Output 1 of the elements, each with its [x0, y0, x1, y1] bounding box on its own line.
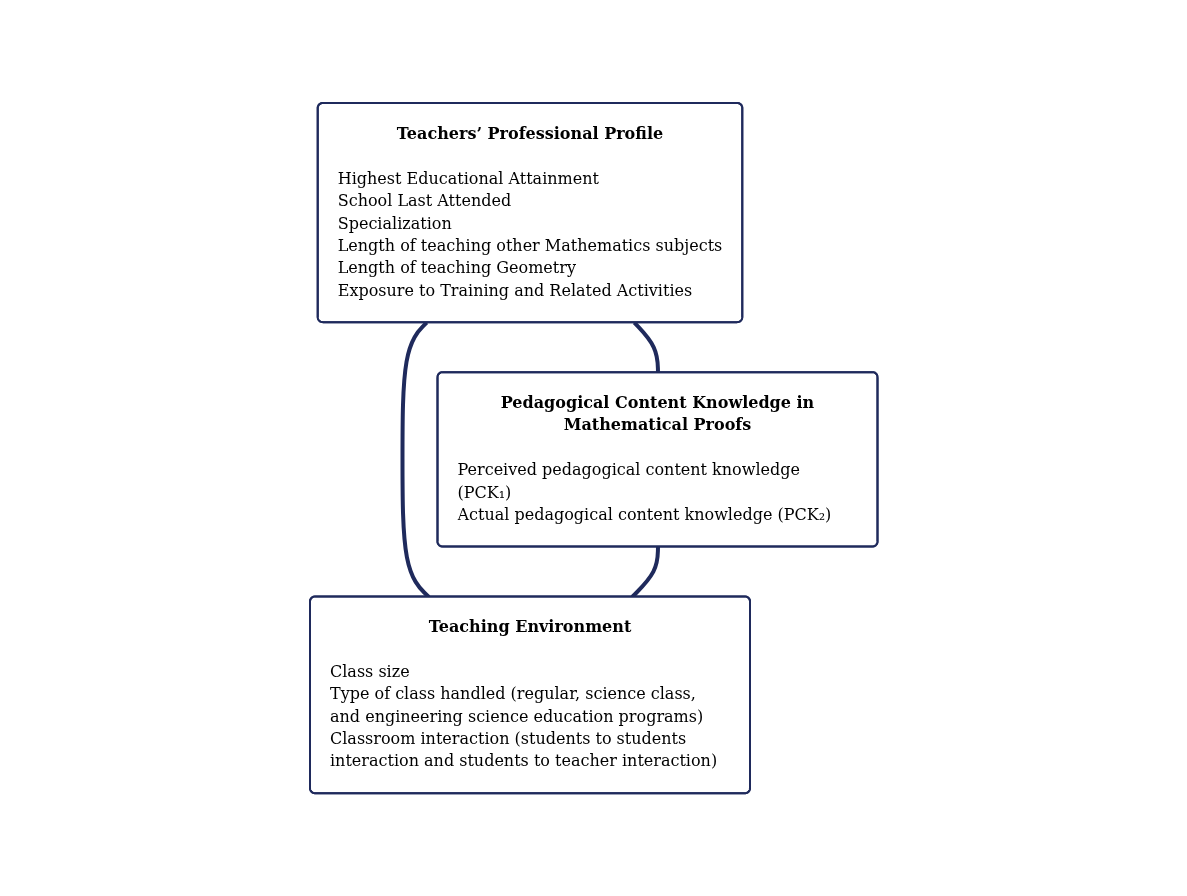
connector	[632, 321, 660, 373]
